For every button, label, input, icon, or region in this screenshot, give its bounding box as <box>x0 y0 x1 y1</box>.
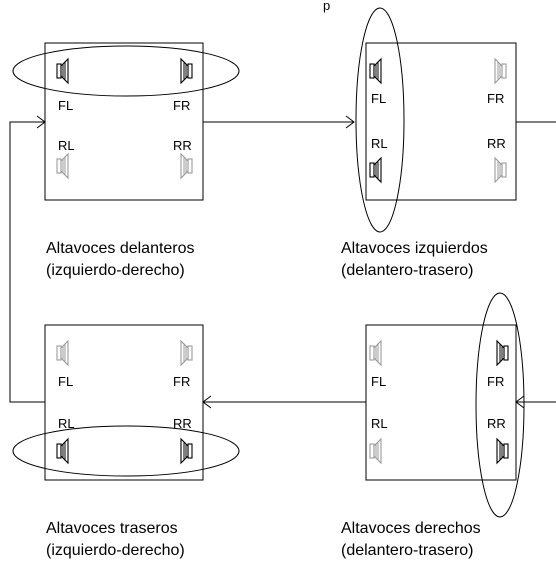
panel-rear-speakers: FL FR RL RR <box>12 324 240 481</box>
label-rr: RR <box>173 138 192 153</box>
caption-line1: Altavoces traseros <box>46 520 178 537</box>
caption-right-speakers: Altavoces derechos (delantero-trasero) <box>341 518 481 562</box>
caption-line2: (izquierdo-derecho) <box>46 262 185 279</box>
label-rl: RL <box>371 416 388 431</box>
speaker-fl-icon <box>369 58 382 84</box>
panel-rear-box <box>44 324 204 481</box>
speaker-fr-icon <box>496 340 509 366</box>
highlight-ellipse <box>12 425 240 477</box>
flow-arrow-right-to-rear <box>202 395 366 409</box>
label-fl: FL <box>371 374 386 389</box>
label-rl: RL <box>58 138 75 153</box>
speaker-fl-icon <box>369 340 382 366</box>
caption-front-speakers: Altavoces delanteros (izquierdo-derecho) <box>46 238 195 282</box>
label-fl: FL <box>371 91 386 106</box>
label-fr: FR <box>487 91 504 106</box>
label-fr: FR <box>173 98 190 113</box>
speaker-rr-icon <box>180 153 193 179</box>
highlight-ellipse <box>12 45 240 97</box>
flow-arrow-into-right <box>515 395 556 409</box>
caption-line1: Altavoces izquierdos <box>341 240 488 257</box>
top-partial-text: p <box>323 0 330 13</box>
caption-line2: (delantero-trasero) <box>341 542 474 559</box>
caption-rear-speakers: Altavoces traseros (izquierdo-derecho) <box>46 518 185 562</box>
panel-left-box <box>365 42 517 201</box>
speaker-rr-icon <box>496 438 509 464</box>
speaker-rr-icon <box>494 157 507 183</box>
speaker-rl-icon <box>369 438 382 464</box>
speaker-rl-icon <box>56 438 69 464</box>
flow-arrow-front-to-left <box>203 115 355 129</box>
speaker-fr-icon <box>494 58 507 84</box>
label-fr: FR <box>173 374 190 389</box>
panel-right-box <box>365 324 517 481</box>
caption-left-speakers: Altavoces izquierdos (delantero-trasero) <box>341 238 488 282</box>
speaker-fr-icon <box>180 58 193 84</box>
label-rr: RR <box>487 416 506 431</box>
label-rl: RL <box>58 416 75 431</box>
label-fl: FL <box>58 374 73 389</box>
flow-arrow-rear-to-front <box>9 115 46 403</box>
speaker-fl-icon <box>56 340 69 366</box>
caption-line1: Altavoces derechos <box>341 520 481 537</box>
label-rr: RR <box>173 416 192 431</box>
label-rl: RL <box>371 136 388 151</box>
speaker-fl-icon <box>56 58 69 84</box>
speaker-rl-icon <box>369 157 382 183</box>
panel-right-speakers: FL FR RL RR <box>365 292 525 518</box>
highlight-ellipse <box>355 7 405 233</box>
label-rr: RR <box>487 136 506 151</box>
speaker-fr-icon <box>180 340 193 366</box>
panel-front-box <box>44 42 204 201</box>
speaker-rr-icon <box>180 438 193 464</box>
caption-line1: Altavoces delanteros <box>46 240 195 257</box>
label-fl: FL <box>58 98 73 113</box>
caption-line2: (izquierdo-derecho) <box>46 542 185 559</box>
highlight-ellipse <box>475 292 525 518</box>
label-fr: FR <box>487 374 504 389</box>
panel-left-speakers: FL FR RL RR <box>355 7 517 233</box>
caption-line2: (delantero-trasero) <box>341 262 474 279</box>
speaker-rl-icon <box>56 153 69 179</box>
